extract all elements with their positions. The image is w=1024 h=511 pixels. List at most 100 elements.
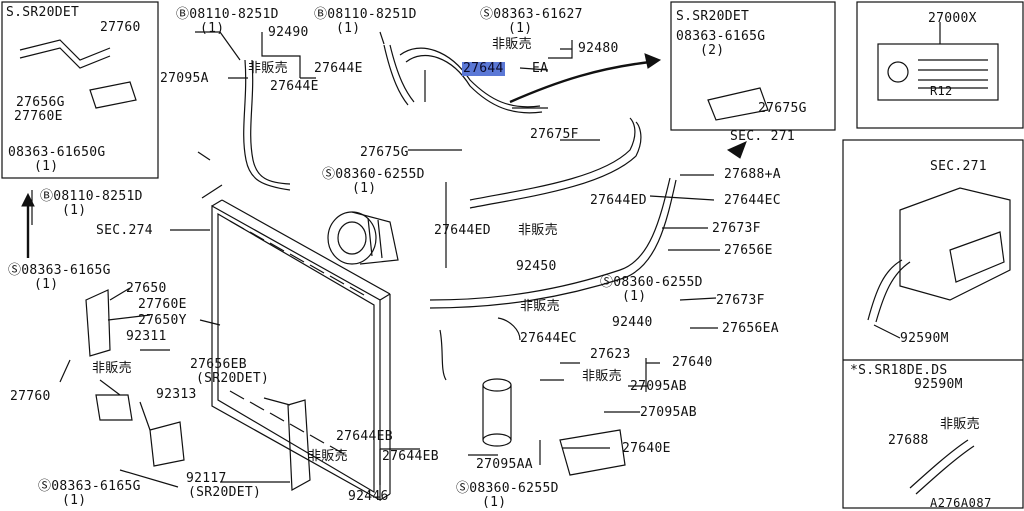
not-sold-92490: 非販売 <box>248 61 288 76</box>
qty-i: (1) <box>482 495 507 510</box>
arrow-to-inset <box>509 60 651 104</box>
part-08360-6255D-a[interactable]: Ⓢ08360-6255D <box>322 167 425 182</box>
qty-inset-left: (1) <box>34 159 59 174</box>
qty-a: (1) <box>200 21 225 36</box>
part-27644-highlighted[interactable]: 27644 <box>462 61 505 76</box>
refrigerant-label-card <box>877 43 999 101</box>
part-92590M-lower[interactable]: 92590M <box>914 377 963 392</box>
part-08363-6165G-a[interactable]: Ⓢ08363-6165G <box>8 263 111 278</box>
part-27640E[interactable]: 27640E <box>622 441 671 456</box>
part-27644EB-a[interactable]: 27644EB <box>336 429 393 444</box>
part-08360-6255D-c[interactable]: Ⓢ08360-6255D <box>456 481 559 496</box>
note-92117: (SR20DET) <box>188 485 262 500</box>
part-08110-8251D-c[interactable]: Ⓑ08110-8251D <box>40 189 143 204</box>
compressor-drawing <box>327 211 399 265</box>
qty-c: (1) <box>508 21 533 36</box>
inset-title-sr20det-right: S.SR20DET <box>676 9 750 24</box>
part-27644E-b[interactable]: 27644E <box>270 79 319 94</box>
part-27760E[interactable]: 27760E <box>138 297 187 312</box>
part-27656EA[interactable]: 27656EA <box>722 321 779 336</box>
part-27000X[interactable]: 27000X <box>928 11 977 26</box>
bracket-27640E-drawing <box>559 429 626 476</box>
part-27644ED-b[interactable]: 27644ED <box>434 223 491 238</box>
part-92446[interactable]: 92446 <box>348 489 389 504</box>
arrow-to-inset-head <box>644 53 662 69</box>
inset-label-frame <box>856 1 1024 129</box>
part-27673F-a[interactable]: 27673F <box>712 221 761 236</box>
part-27675G-inset[interactable]: 27675G <box>758 101 807 116</box>
part-27095A[interactable]: 27095A <box>160 71 209 86</box>
not-sold-27640: 非販売 <box>582 369 622 384</box>
part-08360-6255D-b[interactable]: Ⓢ08360-6255D <box>600 275 703 290</box>
part-92590M-upper[interactable]: 92590M <box>900 331 949 346</box>
inset-harness-drawing <box>19 39 111 61</box>
bracket-27760E-drawing <box>85 289 111 357</box>
condenser-drawing <box>211 199 391 502</box>
part-27644EC-b[interactable]: 27644EC <box>520 331 577 346</box>
inset-title-sr18de: *S.SR18DE.DS <box>850 363 948 378</box>
not-sold-note-sr18de: 非販売 <box>940 417 980 432</box>
not-sold-92480: 非販売 <box>492 37 532 52</box>
part-27760-inset[interactable]: 27760 <box>100 20 141 35</box>
inset-sec271-frame <box>842 139 1024 509</box>
part-27675F[interactable]: 27675F <box>530 127 579 142</box>
part-08363-inset-left[interactable]: 08363-61650G <box>8 145 106 160</box>
inset-bracket-drawing <box>707 87 769 121</box>
part-27688[interactable]: 27688 <box>888 433 929 448</box>
qty-g: (1) <box>34 277 59 292</box>
part-92117[interactable]: 92117 <box>186 471 227 486</box>
receiver-drier-drawing <box>482 378 512 447</box>
part-27623[interactable]: 27623 <box>590 347 631 362</box>
qty-inset-right: (2) <box>700 43 725 58</box>
part-08110-8251D-a[interactable]: Ⓑ08110-8251D <box>176 7 279 22</box>
part-27673F-b[interactable]: 27673F <box>716 293 765 308</box>
drain-hose-92590M-drawing <box>909 439 969 489</box>
part-27095AB-a[interactable]: 27095AB <box>630 379 687 394</box>
hose-27644E <box>383 44 409 106</box>
part-08363-61627[interactable]: Ⓢ08363-61627 <box>480 7 583 22</box>
part-27656G[interactable]: 27656G <box>16 95 65 110</box>
part-27688-A[interactable]: 27688+A <box>724 167 781 182</box>
not-sold-92450: 非販売 <box>518 223 558 238</box>
part-27656EB[interactable]: 27656EB <box>190 357 247 372</box>
bracket-92313-drawing <box>149 421 185 467</box>
part-27644EC-a[interactable]: 27644EC <box>724 193 781 208</box>
inset-title-sec271: SEC.271 <box>930 159 987 174</box>
part-27644E-a[interactable]: 27644E <box>314 61 363 76</box>
part-92311[interactable]: 92311 <box>126 329 167 344</box>
part-92490[interactable]: 92490 <box>268 25 309 40</box>
bracket-92117-drawing <box>287 399 311 491</box>
ref-sec274[interactable]: SEC.274 <box>96 223 153 238</box>
note-27656EB: (SR20DET) <box>196 371 270 386</box>
qty-h: (1) <box>62 493 87 508</box>
part-27640[interactable]: 27640 <box>672 355 713 370</box>
part-27656E[interactable]: 27656E <box>724 243 773 258</box>
part-27644ED-a[interactable]: 27644ED <box>590 193 647 208</box>
part-08363-6165G-b[interactable]: Ⓢ08363-6165G <box>38 479 141 494</box>
part-27760E-inset[interactable]: 27760E <box>14 109 63 124</box>
qty-e: (1) <box>62 203 87 218</box>
part-27675G[interactable]: 27675G <box>360 145 409 160</box>
part-27095AA[interactable]: 27095AA <box>476 457 533 472</box>
qty-d: (1) <box>352 181 377 196</box>
part-92450[interactable]: 92450 <box>516 259 557 274</box>
ref-sec271[interactable]: SEC. 271 <box>730 129 796 144</box>
part-27095AB-b[interactable]: 27095AB <box>640 405 697 420</box>
not-sold-92311: 非販売 <box>92 361 132 376</box>
diagram-id: A276A087 <box>930 496 992 510</box>
part-08110-8251D-b[interactable]: Ⓑ08110-8251D <box>314 7 417 22</box>
part-08363-inset-right[interactable]: 08363-6165G <box>676 29 766 44</box>
part-27644EB-b[interactable]: 27644EB <box>382 449 439 464</box>
part-27760[interactable]: 27760 <box>10 389 51 404</box>
qty-f: (1) <box>622 289 647 304</box>
part-27650[interactable]: 27650 <box>126 281 167 296</box>
part-92480[interactable]: 92480 <box>578 41 619 56</box>
refrigerant-type-text: R12 <box>930 84 953 98</box>
part-92440[interactable]: 92440 <box>612 315 653 330</box>
part-27650Y[interactable]: 27650Y <box>138 313 187 328</box>
part-92313[interactable]: 92313 <box>156 387 197 402</box>
arrow-sec271-head <box>726 141 747 159</box>
not-sold-92440: 非販売 <box>520 299 560 314</box>
